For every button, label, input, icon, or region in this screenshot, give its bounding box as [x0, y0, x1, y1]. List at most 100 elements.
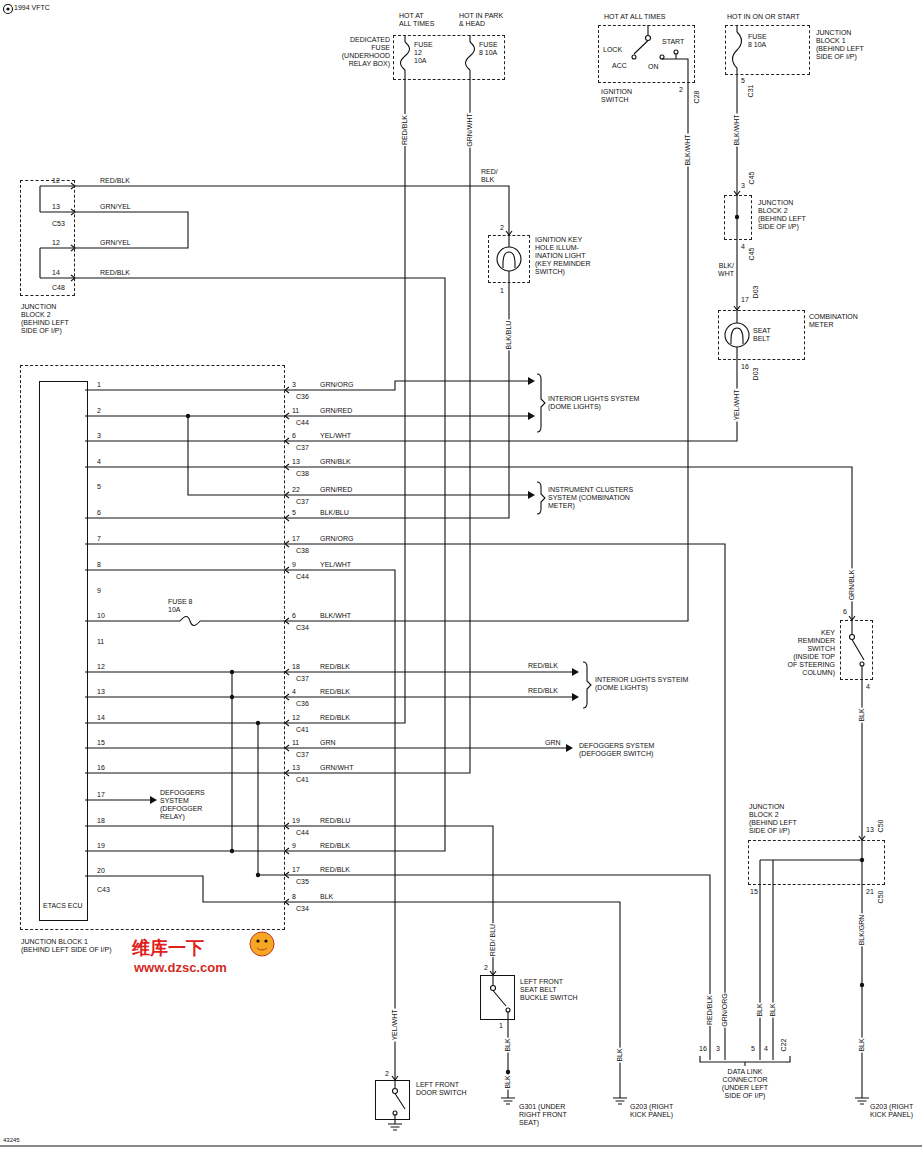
wire — [40, 25, 862, 885]
label-anchor: DEDICATED FUSE (UNDERHOOD RELAY BOX) — [334, 36, 390, 68]
switch-position: ACC — [612, 62, 627, 70]
component-box: LEFT FRONT DOOR SWITCH — [375, 1080, 410, 1120]
wire-color: GRN/RED — [320, 407, 352, 415]
label-anchor: BLK — [769, 1002, 777, 1017]
label-anchor: RED/BLU — [320, 817, 350, 825]
pin-number: 5 — [292, 509, 296, 517]
wire-color: GRN/WHT — [466, 112, 474, 147]
pin-number: 14 — [52, 269, 60, 277]
label-anchor: BLK — [504, 1074, 512, 1089]
pin-number: 15 — [750, 888, 758, 896]
pin-number: 2 — [385, 1070, 389, 1078]
label-anchor: DATA LINK CONNECTOR (UNDER LEFT SIDE OF … — [716, 1068, 774, 1100]
pin-number: 4 — [97, 458, 101, 466]
pin-number: 4 — [764, 1045, 768, 1053]
connector-id: C50 — [877, 819, 885, 834]
wire-connector — [75, 186, 509, 235]
watermark-mascot-mouth — [257, 948, 267, 950]
wire-color: BLK — [858, 707, 866, 722]
wire-connector — [285, 83, 688, 621]
pin-number: 1 — [97, 381, 101, 389]
label-anchor: 9 — [97, 587, 101, 595]
pin-number: 2 — [500, 224, 504, 232]
label-anchor: 14 — [52, 269, 60, 277]
bracket — [537, 374, 545, 432]
switch-contact — [646, 36, 651, 41]
pin-number: 9 — [292, 561, 296, 569]
label-anchor: C50 — [877, 890, 885, 905]
label-anchor: 12 — [292, 714, 300, 722]
logo-mark — [4, 5, 13, 14]
component-name: SEAT BELT — [753, 327, 783, 343]
label-anchor: 19 — [97, 842, 105, 850]
connector-id: C36 — [296, 393, 309, 401]
connector-id: C44 — [296, 419, 309, 427]
label-anchor: IGNITION KEY HOLE ILLUM- INATION LIGHT (… — [535, 236, 597, 276]
label-anchor: BLK — [858, 707, 866, 722]
wire-color: GRN/RED — [320, 486, 352, 494]
bracket — [537, 482, 545, 514]
label-anchor: 43245 — [3, 1137, 20, 1144]
label-anchor: ETACS ECU — [43, 902, 84, 910]
label-anchor: YEL/WHT — [733, 388, 741, 421]
lamp-symbol — [497, 247, 521, 271]
pin-number: 5 — [741, 77, 745, 85]
connector-id: C43 — [97, 886, 110, 894]
fuse-symbol — [466, 42, 475, 70]
label-anchor: INTERIOR LIGHTS SYSTEM (DOME LIGHTS) — [548, 395, 643, 411]
label-anchor: 11 — [97, 638, 104, 646]
label-anchor: 12 — [52, 239, 60, 247]
label-anchor: C50 — [877, 819, 885, 834]
wire — [85, 390, 285, 902]
wire-color: BLK/BLU — [320, 509, 349, 517]
label-anchor: GRN/WHT — [466, 112, 474, 147]
pin-number: 16 — [97, 764, 105, 772]
ecu-box: ETACS ECU — [39, 381, 88, 921]
pin-number: 17 — [292, 535, 300, 543]
pin-number: 12 — [292, 714, 300, 722]
label-anchor: 1 — [499, 1022, 503, 1030]
label-anchor: 4 — [866, 683, 870, 691]
wire-color: YEL/WHT — [733, 388, 741, 421]
label-anchor: 13 — [292, 458, 300, 466]
label-anchor: INTERIOR LIGHTS SYSTEIM (DOME LIGHTS) — [595, 676, 705, 692]
label-anchor: BLK/BLU — [505, 320, 513, 351]
splice-dot — [860, 983, 864, 987]
connector-id: C34 — [296, 905, 309, 913]
pin-number: 3 — [741, 182, 745, 190]
pin-number: 17 — [292, 866, 300, 874]
pin-number: 2 — [679, 86, 683, 94]
page-code: 43245 — [3, 1137, 20, 1144]
label-anchor: C34 — [296, 624, 309, 632]
label-anchor: 15 — [97, 739, 105, 747]
label-anchor: 2 — [484, 964, 488, 972]
label-anchor: GRN/BLK — [320, 458, 351, 466]
connector-id: C31 — [747, 84, 755, 99]
component-name: KEY REMINDER SWITCH (INSIDE TOP OF STEER… — [785, 629, 835, 677]
wire-color: GRN/WHT — [320, 764, 353, 772]
wire-color: BLK/BLU — [505, 320, 513, 351]
splice-dot — [860, 858, 864, 862]
label-anchor: 2 — [500, 224, 504, 232]
pin-number: 21 — [866, 888, 874, 896]
pin-number: 6 — [292, 612, 296, 620]
connector-id: C50 — [877, 890, 885, 905]
connector-id: D03 — [752, 367, 760, 382]
label-anchor: HOT AT ALL TIMES — [399, 12, 437, 28]
pin-number: 19 — [97, 842, 105, 850]
label-anchor: LEFT FRONT SEAT BELT BUCKLE SWITCH — [520, 978, 580, 1002]
wire-color: RED/BLK — [528, 687, 558, 695]
switch-contact — [860, 662, 864, 666]
label-anchor: GRN/RED — [320, 407, 352, 415]
label-anchor: BLK — [320, 893, 333, 901]
label-anchor: 12 — [97, 663, 105, 671]
pin-number: 20 — [97, 867, 105, 875]
label-anchor: 8 — [292, 893, 296, 901]
label-anchor: G203 (RIGHT KICK PANEL) — [630, 1103, 682, 1119]
switch-contact — [632, 55, 636, 59]
switch-contact — [393, 1089, 398, 1094]
label-anchor: BLK/BLU — [320, 509, 349, 517]
label-anchor: GRN/YEL — [100, 203, 131, 211]
label-anchor: 3 — [292, 381, 296, 389]
